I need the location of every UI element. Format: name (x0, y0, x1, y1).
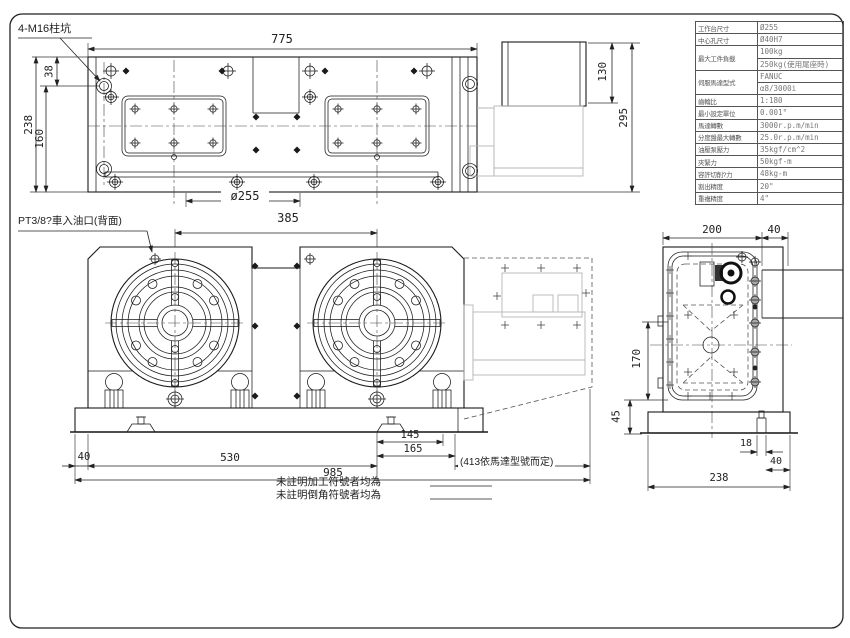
top-view (18, 37, 640, 207)
spec-label: 重複精度 (695, 191, 758, 205)
spec-value: 100kg (757, 45, 844, 59)
dim-38: 38 (43, 65, 56, 78)
dim-130: 130 (596, 61, 610, 82)
spec-value: 35kgf/cm^2 (757, 142, 844, 157)
spec-value: 25.0r.p.m/min (757, 130, 844, 144)
spec-label: 夾緊力 (695, 155, 758, 169)
spec-label: 割出精度 (695, 179, 758, 193)
spec-label: 工作台尺寸 (695, 20, 758, 35)
spec-label: 齒輪比 (695, 94, 758, 108)
spec-value: 0.001° (757, 106, 844, 120)
sheet-border (9, 13, 844, 629)
spec-label: 伺服馬達型式 (695, 69, 758, 96)
spec-value: 3000r.p.m/min (757, 118, 844, 132)
spec-value: α8/3000i (757, 81, 844, 96)
spec-value: Ø255 (757, 20, 844, 35)
dim-side-40-top: 40 (767, 223, 781, 236)
dim-413-motor-note: (413依馬達型號而定) (458, 457, 556, 469)
dim-775: 775 (271, 32, 293, 46)
spec-label: 馬達轉數 (695, 118, 758, 132)
dim-530: 530 (220, 451, 240, 464)
dim-side-200: 200 (702, 223, 722, 236)
dim-145: 145 (400, 429, 420, 441)
dim-side-18: 18 (739, 438, 753, 449)
motor-connector (699, 250, 749, 305)
dim-side-45: 45 (610, 410, 623, 423)
spec-label: 油壓泵壓力 (695, 142, 758, 157)
oil-port-note: PT3/8?車入油口(背面) (18, 215, 122, 227)
spec-label: 最小設定單位 (695, 106, 758, 120)
dim-table-diameter: ø255 (221, 190, 269, 203)
spec-value: 20" (757, 179, 844, 193)
dim-40-base: 40 (77, 451, 91, 463)
dim-385: 385 (277, 211, 299, 225)
dim-side-170: 170 (630, 348, 644, 369)
spec-value: 50kgf-m (757, 155, 844, 169)
spec-value: 48kg-m (757, 167, 844, 181)
note-chamfer-symbols: 未註明倒角符號者均為 (276, 489, 381, 501)
dim-238-top: 238 (22, 114, 36, 135)
dim-side-238: 238 (709, 472, 729, 484)
dim-295: 295 (617, 107, 631, 128)
dim-side-40-bot: 40 (769, 456, 783, 467)
spec-value: 250kg(使用尾座時) (757, 57, 844, 71)
m16-hole-note: 4-M16柱坑 (18, 23, 72, 35)
side-view (624, 232, 843, 491)
spec-value: Ø40H7 (757, 33, 844, 47)
dim-985: 985 (313, 467, 353, 479)
spec-value: 4" (757, 191, 844, 205)
spec-value: 1:180 (757, 94, 844, 108)
spec-value: FANUC (757, 69, 844, 83)
dim-160: 160 (33, 128, 47, 149)
spec-label: 容許切削?力 (695, 167, 758, 181)
spec-label: 分度盤最大轉數 (695, 130, 758, 144)
top-view-motor (469, 41, 587, 177)
dim-165: 165 (403, 443, 423, 455)
front-view-motor (463, 257, 593, 420)
spec-label: 最大工件負載 (695, 45, 758, 71)
spec-label: 中心孔尺寸 (695, 33, 758, 47)
note-machining-symbols: 未註明加工符號者均為 (276, 476, 381, 488)
